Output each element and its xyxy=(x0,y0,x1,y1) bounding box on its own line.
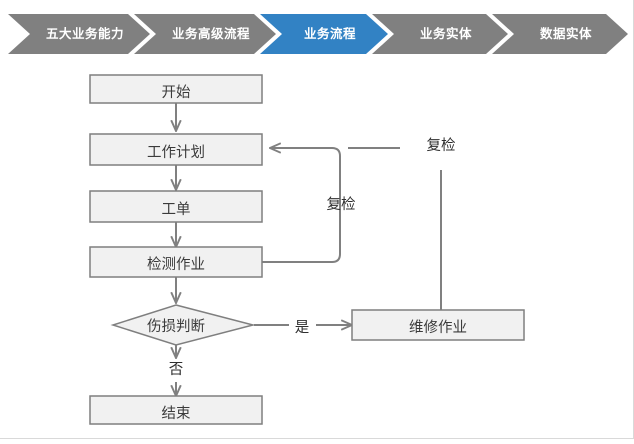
breadcrumb-chevron-4[interactable] xyxy=(492,14,628,54)
node-work-plan[interactable] xyxy=(89,133,263,166)
edge-inspection-recheck-to-work-plan xyxy=(262,148,341,263)
breadcrumb-chevron-2[interactable] xyxy=(260,14,388,54)
node-decision[interactable] xyxy=(110,304,256,346)
node-end[interactable] xyxy=(89,395,263,425)
breadcrumb-chevron-1[interactable] xyxy=(134,14,276,54)
node-repair[interactable] xyxy=(351,309,525,341)
node-work-order[interactable] xyxy=(89,190,263,223)
breadcrumb-chevron-3[interactable] xyxy=(372,14,508,54)
breadcrumb-shapes xyxy=(8,14,628,54)
node-start[interactable] xyxy=(89,74,263,104)
node-inspection[interactable] xyxy=(89,246,263,278)
breadcrumb-chevron-0[interactable] xyxy=(8,14,150,54)
